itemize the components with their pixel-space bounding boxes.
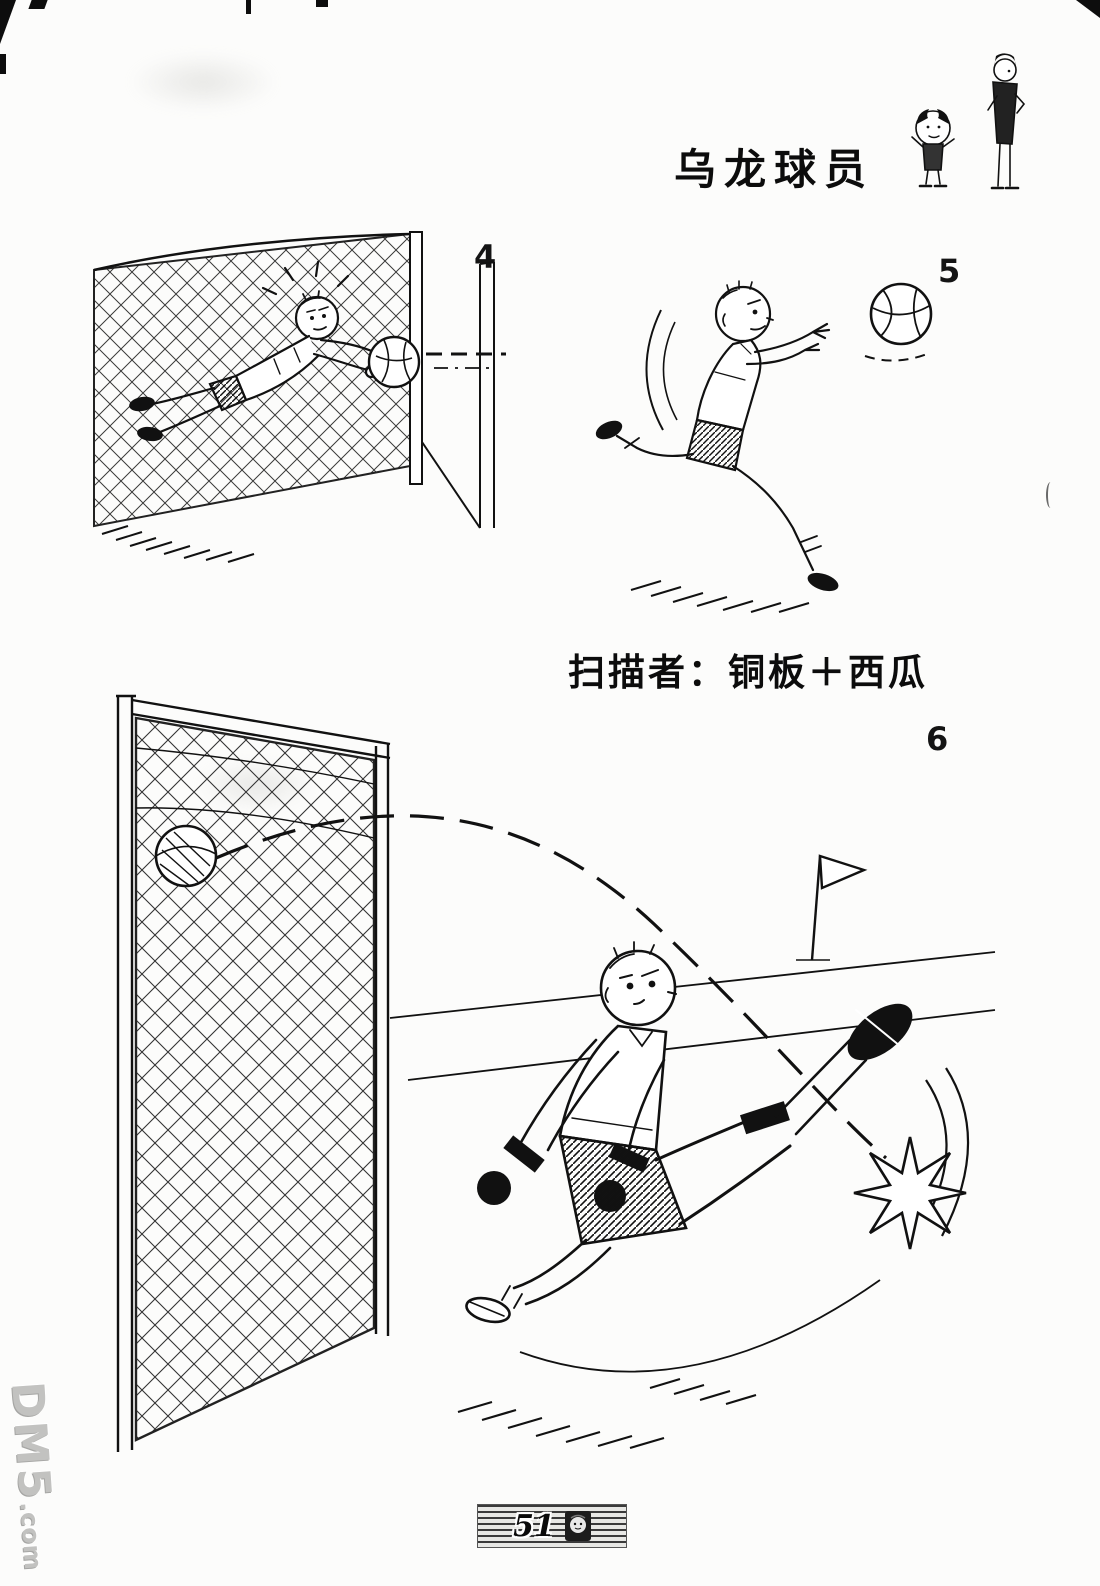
scanner-credit: 扫描者：铜板＋西瓜: [568, 650, 928, 694]
ball-in-net: [154, 824, 218, 888]
page-number-box: 51: [477, 1504, 627, 1548]
impact-starburst: [853, 1136, 967, 1250]
motion-swoosh: [662, 321, 678, 421]
scan-artifact: [0, 0, 16, 44]
scan-smudge: [128, 52, 278, 112]
goal-post-outer: [116, 694, 136, 1452]
goal-crossbar: [131, 698, 391, 760]
watermark-suffix: .com: [14, 1500, 48, 1572]
panel-4: [88, 228, 508, 573]
panel-4-drawing: [93, 231, 506, 563]
watermark: DM5.com: [1, 1380, 65, 1572]
net-sag-lines: [135, 747, 375, 839]
ground-shading: [101, 525, 255, 563]
panel-6: [90, 688, 1002, 1488]
scan-artifact: [28, 0, 48, 9]
mascot-tall-man: [987, 53, 1026, 190]
goal-far-post: [421, 261, 495, 529]
panel-number-5: 5: [938, 252, 961, 290]
panel-number-6: 6: [926, 720, 949, 758]
ball-motion-line: [864, 353, 928, 362]
ground-shading: [630, 580, 810, 613]
net-top-edge: [93, 232, 411, 272]
mascot-drawing: [911, 53, 1026, 190]
goal-post-inner: [374, 744, 390, 1336]
ground-shading: [457, 1377, 757, 1450]
corner-flag: [796, 854, 868, 961]
scan-artifact: [316, 0, 328, 7]
scan-artifact: [1046, 482, 1055, 508]
panel-5: [565, 252, 965, 627]
scan-artifact: [246, 0, 251, 14]
kicking-player-drawing: [465, 941, 913, 1324]
mascot-characters-drawing: [893, 48, 1038, 198]
scan-artifact: [0, 54, 6, 74]
mascot-old-man: [911, 109, 955, 188]
watermark-main: DM5: [1, 1380, 61, 1504]
goal-structure: [116, 694, 391, 1452]
page-number: 51: [513, 1508, 555, 1544]
page-title: 乌龙球员: [674, 145, 875, 194]
footer-face-icon: [564, 1511, 591, 1541]
ball-trajectory: [215, 814, 888, 1160]
panel-5-drawing: [595, 280, 933, 613]
ball: [869, 282, 933, 346]
scan-artifact: [1076, 0, 1100, 18]
running-player-drawing: [595, 280, 839, 592]
soccer-ball: [367, 335, 421, 389]
motion-swoosh: [645, 309, 664, 431]
panel-6-drawing: [116, 694, 996, 1452]
